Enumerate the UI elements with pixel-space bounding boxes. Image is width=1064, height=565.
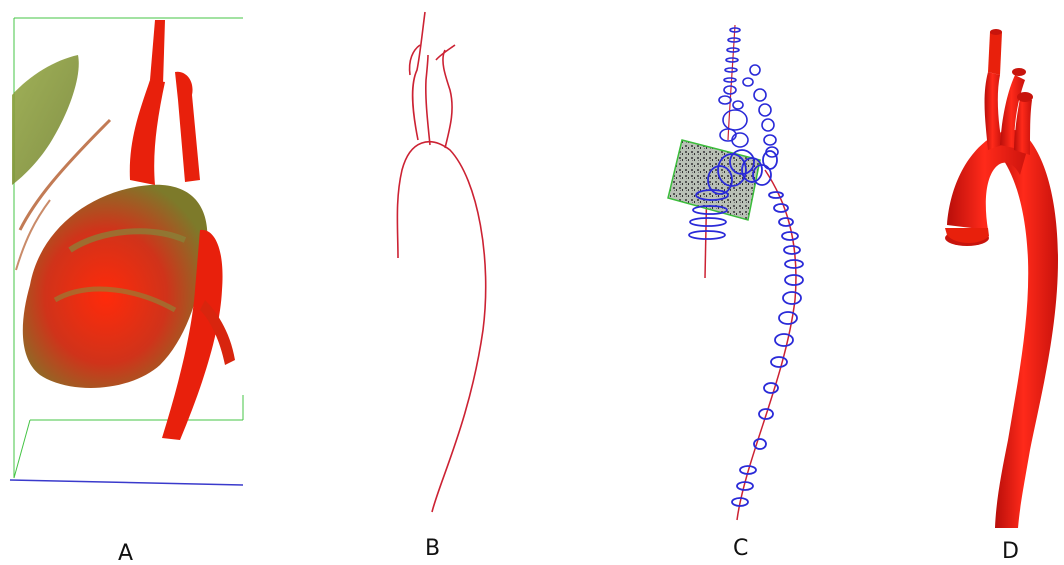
- lung-tissue: [12, 55, 79, 185]
- descending-aorta-surface: [995, 130, 1058, 528]
- supra-aortic-branch: [150, 20, 165, 85]
- brachiocephalic-branch: [985, 72, 1002, 150]
- panel-d-aorta-model: [945, 29, 1058, 528]
- heart-volume: [23, 185, 208, 388]
- panel-c-cross-sections: [668, 25, 803, 520]
- panel-label-d: D: [1002, 539, 1019, 564]
- panel-a-volume-render: [10, 18, 243, 485]
- descending-rings: [732, 192, 803, 506]
- panel-b-centerline: [397, 12, 485, 512]
- panel-label-b: B: [425, 536, 440, 561]
- ascending-vessel: [130, 80, 165, 185]
- panel-label-a: A: [118, 541, 133, 565]
- panel-label-c: C: [733, 536, 748, 561]
- axis-line-blue: [10, 480, 243, 485]
